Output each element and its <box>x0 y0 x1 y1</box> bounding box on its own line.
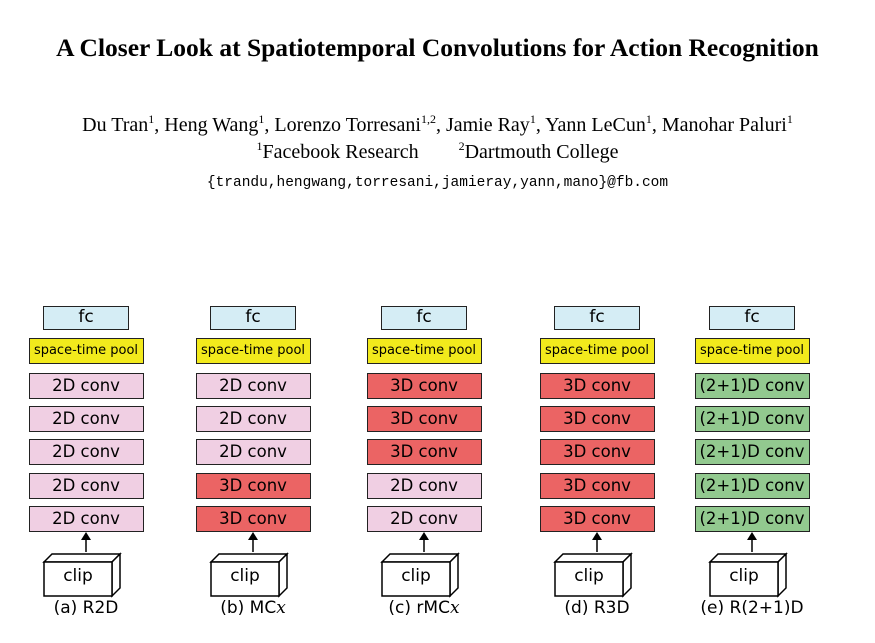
up-arrow-icon <box>419 532 429 552</box>
author-name: Heng Wang <box>164 114 259 136</box>
conv-layer: 2D conv <box>195 373 311 399</box>
caption-text: (b) MC <box>220 598 277 618</box>
space-time-pool-layer: space-time pool <box>694 338 810 364</box>
conv-layer: 3D conv <box>539 506 655 532</box>
up-arrow-icon <box>248 532 258 552</box>
fc-layer: fc <box>381 306 467 330</box>
clip-cube-icon <box>553 552 633 598</box>
conv-layer: 2D conv <box>366 506 482 532</box>
conv-layer: 2D conv <box>28 373 144 399</box>
affiliation-number: 2 <box>458 139 465 153</box>
conv-layer: 2D conv <box>28 506 144 532</box>
fc-layer: fc <box>554 306 640 330</box>
subfigure-caption: (c) rMCx <box>354 598 494 618</box>
space-time-pool-layer: space-time pool <box>28 338 144 364</box>
author-name: Jamie Ray <box>445 114 530 136</box>
affiliation-list: 1Facebook Research 2Dartmouth College <box>0 139 875 164</box>
author-separator: , <box>435 114 446 136</box>
paper-title: A Closer Look at Spatiotemporal Convolut… <box>56 33 819 62</box>
clip-label: clip <box>729 566 759 586</box>
author-separator: , <box>264 114 275 136</box>
caption-text: (e) R(2+1)D <box>700 598 804 618</box>
caption-text: (c) rMC <box>388 598 450 618</box>
fc-layer: fc <box>43 306 129 330</box>
author-affiliation-mark: 1 <box>529 112 536 126</box>
conv-layer: (2+1)D conv <box>694 506 810 532</box>
subfigure-caption: (a) R2D <box>16 598 156 618</box>
space-time-pool-layer: space-time pool <box>539 338 655 364</box>
space-time-pool-layer: space-time pool <box>195 338 311 364</box>
subfigure-caption: (b) MCx <box>183 598 323 618</box>
author-name: Du Tran <box>82 114 149 136</box>
author-affiliation-mark: 1 <box>148 112 155 126</box>
conv-layer: 3D conv <box>366 373 482 399</box>
conv-layer: 2D conv <box>195 439 311 465</box>
clip-cube-icon <box>209 552 289 598</box>
subfigure-caption: (e) R(2+1)D <box>682 598 822 618</box>
fc-layer: fc <box>210 306 296 330</box>
conv-layer: (2+1)D conv <box>694 373 810 399</box>
conv-layer: 3D conv <box>195 473 311 499</box>
conv-layer: 2D conv <box>195 406 311 432</box>
conv-layer: 3D conv <box>539 373 655 399</box>
clip-cube-icon <box>42 552 122 598</box>
author-affiliation-mark: 1 <box>786 112 793 126</box>
conv-layer: 2D conv <box>366 473 482 499</box>
conv-layer: (2+1)D conv <box>694 473 810 499</box>
author-affiliation-mark: 1 <box>645 112 652 126</box>
author-separator: , <box>535 114 546 136</box>
conv-layer: 3D conv <box>539 473 655 499</box>
caption-variable: x <box>276 598 286 618</box>
author-list: Du Tran1, Heng Wang1, Lorenzo Torresani1… <box>0 112 875 137</box>
conv-layer: 3D conv <box>366 439 482 465</box>
clip-label: clip <box>230 566 260 586</box>
up-arrow-icon <box>747 532 757 552</box>
caption-variable: x <box>449 598 460 618</box>
clip-cube-icon <box>708 552 788 598</box>
clip-label: clip <box>401 566 431 586</box>
space-time-pool-layer: space-time pool <box>366 338 482 364</box>
affiliation-number: 1 <box>256 139 263 153</box>
caption-text: (d) R3D <box>564 598 630 618</box>
author-emails: {trandu,hengwang,torresani,jamieray,yann… <box>206 175 669 191</box>
author-affiliation-mark: 1 <box>258 112 265 126</box>
conv-layer: 3D conv <box>195 506 311 532</box>
clip-cube-icon <box>380 552 460 598</box>
affiliation-name: Facebook Research <box>262 141 419 163</box>
author-separator: , <box>651 114 662 136</box>
fc-layer: fc <box>709 306 795 330</box>
conv-layer: 3D conv <box>366 406 482 432</box>
conv-layer: (2+1)D conv <box>694 439 810 465</box>
author-name: Yann LeCun <box>545 114 646 136</box>
caption-text: (a) R2D <box>53 598 119 618</box>
clip-label: clip <box>63 566 93 586</box>
conv-layer: 2D conv <box>28 406 144 432</box>
conv-layer: (2+1)D conv <box>694 406 810 432</box>
conv-layer: 2D conv <box>28 439 144 465</box>
conv-layer: 3D conv <box>539 406 655 432</box>
affiliation-name: Dartmouth College <box>464 141 619 163</box>
clip-label: clip <box>574 566 604 586</box>
up-arrow-icon <box>81 532 91 552</box>
author-name: Manohar Paluri <box>661 114 787 136</box>
conv-layer: 3D conv <box>539 439 655 465</box>
subfigure-caption: (d) R3D <box>527 598 667 618</box>
author-name: Lorenzo Torresani <box>274 114 421 136</box>
author-affiliation-mark: 1,2 <box>420 112 436 126</box>
up-arrow-icon <box>592 532 602 552</box>
conv-layer: 2D conv <box>28 473 144 499</box>
author-separator: , <box>154 114 165 136</box>
